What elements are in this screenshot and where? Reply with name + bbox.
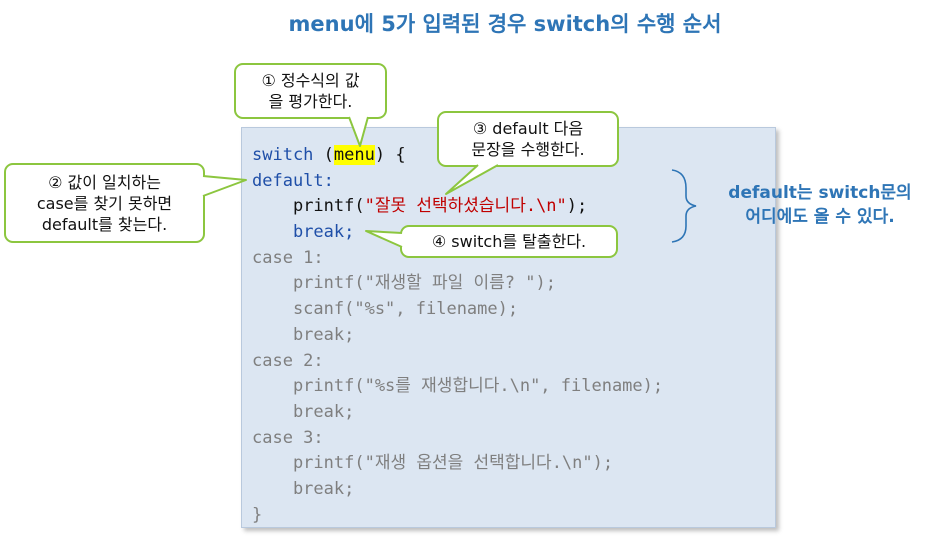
callout-line: ③ default 다음 (472, 119, 584, 138)
code-panel (241, 127, 776, 528)
menu-variable-highlight: menu (333, 145, 375, 165)
code-line-4: break; (252, 220, 663, 246)
callout-line: 문장을 수행한다. (471, 140, 585, 159)
callout-tail (365, 230, 403, 248)
code-line-11: break; (252, 401, 355, 422)
callout-line: ① 정수식의 값 (261, 71, 360, 90)
curly-brace (671, 169, 697, 243)
callout-text: ① 정수식의 값 을 평가한다. (261, 70, 359, 112)
side-note-line: 어디에도 올 수 있다. (745, 207, 895, 227)
code-line-15: } (252, 504, 263, 525)
callout-line: case를 찾기 못하면 (36, 193, 173, 213)
break-keyword: break; (292, 222, 355, 243)
side-note-line: default는 switch문의 (728, 183, 912, 203)
code-line-8: break; (252, 324, 355, 345)
code-line-5: case 1: (252, 247, 324, 268)
code-line-12: case 3: (252, 427, 324, 448)
callout-tail (202, 175, 247, 197)
callout-tail (445, 164, 499, 195)
callout-execute-default: ③ default 다음 문장을 수행한다. (437, 111, 619, 167)
code-token: printf( (292, 196, 365, 217)
code-line-9: case 2: (252, 350, 324, 371)
code-line-14: break; (252, 478, 355, 499)
callout-tail (348, 116, 369, 147)
code-line-7: scanf("%s", filename); (252, 299, 519, 320)
code-line-10: printf("%s를 재생합니다.\n", filename); (252, 376, 664, 397)
callout-text: ④ switch를 탈출한다. (432, 231, 586, 252)
string-literal: "잘못 선택하셨습니다.\n" (364, 196, 567, 217)
code-token: ); (566, 196, 588, 217)
callout-line: default를 찾는다. (41, 214, 168, 234)
callout-line: ④ switch를 탈출한다. (431, 232, 587, 251)
callout-text: ③ default 다음 문장을 수행한다. (471, 118, 584, 160)
code-line-6: printf("재생할 파일 이름? "); (252, 273, 556, 294)
switch-keyword: switch (252, 145, 314, 165)
callout-text: ② 값이 일치하는 case를 찾기 못하면 default를 찾는다. (37, 172, 172, 235)
callout-line: ② 값이 일치하는 (48, 172, 161, 192)
side-note: default는 switch문의 어디에도 올 수 있다. (708, 181, 932, 229)
code-token: ( (313, 145, 334, 165)
code-block: switch (menu) {default: printf("잘못 선택하셨습… (252, 143, 663, 528)
code-line-13: printf("재생 옵션을 선택합니다.\n"); (252, 453, 614, 474)
callout-evaluate-expression: ① 정수식의 값 을 평가한다. (234, 63, 387, 119)
code-token: ) { (374, 145, 406, 165)
callout-line: 을 평가한다. (268, 92, 353, 111)
code-line-2: default: (252, 170, 334, 191)
code-line-3: printf("잘못 선택하셨습니다.\n"); (252, 194, 663, 220)
callout-find-default: ② 값이 일치하는 case를 찾기 못하면 default를 찾는다. (4, 163, 205, 243)
code-line-1: switch (menu) { (252, 143, 663, 169)
page-title: menu에 5가 입력된 경우 switch의 수행 순서 (288, 12, 722, 36)
